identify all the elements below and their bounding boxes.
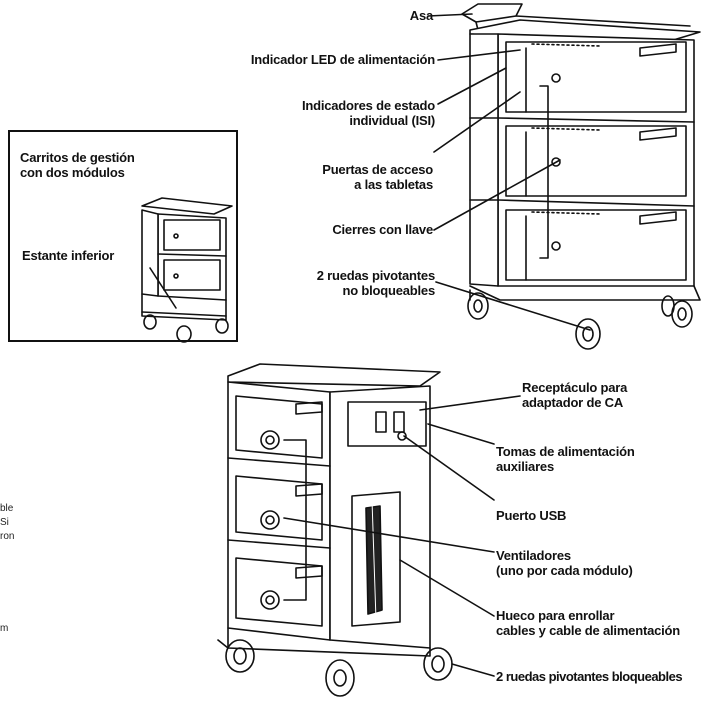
inset-two-module-carts: [8, 130, 238, 342]
top-leader-lines: [427, 13, 591, 331]
callout-ac-adapter: Receptáculo para adaptador de CA: [522, 380, 628, 410]
callout-fans: Ventiladores (uno por cada módulo): [496, 548, 633, 578]
bottom-cart-illustration: [217, 363, 453, 697]
inset-shelf-leader: [149, 267, 177, 309]
left-fragment-3: ron: [0, 531, 15, 542]
left-fragment-4: m: [0, 623, 9, 634]
callout-usb-port: Puerto USB: [496, 508, 567, 523]
callout-cord-coil: Hueco para enrollar cables y cable de al…: [496, 608, 681, 638]
callout-handle: Asa: [409, 8, 433, 23]
left-fragment-2: Si: [0, 517, 9, 528]
bottom-leader-lines: [283, 395, 521, 677]
callout-access-doors: Puertas de acceso a las tabletas: [322, 162, 433, 192]
callout-isi: Indicadores de estado individual (ISI): [301, 98, 435, 128]
callout-locking-wheels: 2 ruedas pivotantes bloqueables: [496, 669, 683, 684]
callout-key-locks: Cierres con llave: [332, 222, 433, 237]
left-fragment-1: ble: [0, 503, 14, 514]
inset-title: Carritos de gestión con dos módulos: [20, 150, 135, 180]
callout-power-led: Indicador LED de alimentación: [250, 52, 435, 67]
callout-swivel-wheels: 2 ruedas pivotantes no bloqueables: [316, 268, 436, 298]
callout-aux-outlets: Tomas de alimentación auxiliares: [496, 444, 635, 474]
inset-lower-shelf-label: Estante inferior: [22, 248, 115, 263]
top-cart-illustration: [461, 3, 701, 350]
